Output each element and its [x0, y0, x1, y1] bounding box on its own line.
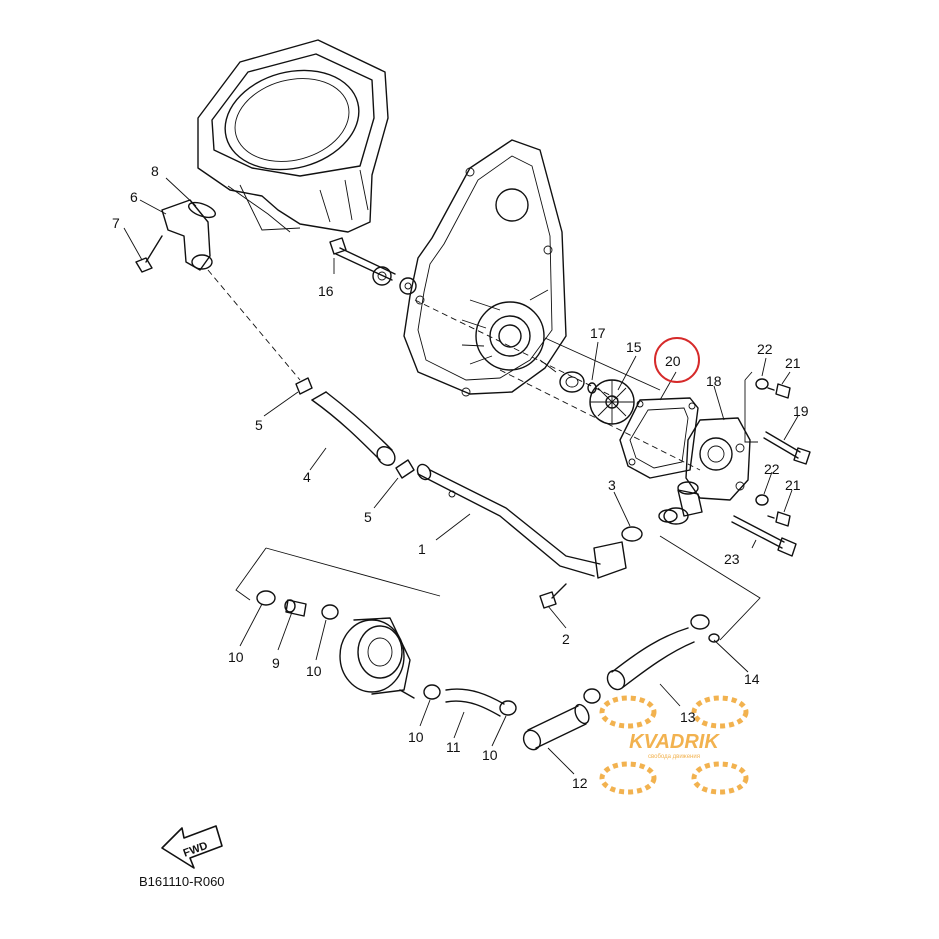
impeller-part-15 [589, 379, 635, 425]
fitting-part-9 [284, 599, 307, 617]
leader-lines [123, 177, 799, 775]
reservoir-drawing [339, 617, 415, 699]
bolt-part-19 [763, 431, 811, 465]
callout-13: 13 [680, 709, 696, 725]
bolt-part-23 [731, 515, 797, 557]
callout-12: 12 [572, 775, 588, 791]
callout-labels: 1 2 3 4 5 5 6 7 8 9 10 10 10 10 11 12 13… [112, 163, 809, 791]
clamp-part-14 [690, 614, 720, 643]
pipe-part-1 [416, 463, 627, 579]
callout-22: 22 [764, 461, 780, 477]
seal-part-17 [559, 371, 597, 394]
highlight-circle [654, 337, 700, 383]
callout-22: 22 [757, 341, 773, 357]
assembly-axis [544, 337, 661, 391]
o-ring-part-3 [658, 509, 678, 523]
clamp-part-10 [499, 700, 517, 716]
o-ring-part-3 [621, 526, 643, 542]
fwd-arrow-icon: FWD [161, 825, 223, 869]
callout-3: 3 [608, 477, 616, 493]
watermark-tagline: свобода движения [648, 754, 700, 760]
bolt-part-21 [767, 383, 791, 527]
callout-10: 10 [306, 663, 322, 679]
tire-icon [599, 695, 749, 795]
callout-11: 11 [446, 739, 461, 755]
clamp-part-10 [321, 604, 339, 620]
callout-23: 23 [724, 551, 740, 567]
callout-8: 8 [151, 163, 159, 179]
shaft-part-16 [329, 237, 417, 295]
clamp-part-10 [423, 684, 441, 700]
callout-6: 6 [130, 189, 138, 205]
o-ring-part-8 [187, 201, 217, 219]
hose-part-11 [445, 688, 505, 717]
callout-9: 9 [272, 655, 280, 671]
callout-5: 5 [364, 509, 372, 525]
bolt-part-2 [539, 583, 567, 609]
callout-20: 20 [665, 353, 681, 369]
pump-housing-part-18 [663, 417, 751, 525]
callout-5: 5 [255, 417, 263, 433]
callout-1: 1 [418, 541, 426, 557]
callout-16: 16 [318, 283, 334, 299]
assembly-axis [414, 299, 621, 401]
callout-10: 10 [228, 649, 244, 665]
fitting-part-6 [161, 199, 213, 271]
hose-part-13 [583, 627, 695, 704]
callout-15: 15 [626, 339, 642, 355]
bolt-part-7 [135, 235, 163, 273]
kvadrik-watermark-logo: KVADRIK свобода движения [599, 695, 749, 795]
callout-21: 21 [785, 355, 801, 371]
diagram-code: B161110-R060 [139, 874, 225, 889]
washer-part-22 [755, 378, 769, 506]
clamp-part-5 [295, 377, 313, 395]
callout-19: 19 [793, 403, 809, 419]
callout-2: 2 [562, 631, 570, 647]
assembly-axis [207, 269, 301, 381]
callout-17: 17 [590, 325, 606, 341]
callout-10: 10 [482, 747, 498, 763]
callout-14: 14 [744, 671, 760, 687]
clamp-part-5 [395, 459, 415, 479]
clamp-part-10 [256, 590, 276, 606]
callout-4: 4 [303, 469, 311, 485]
callout-21: 21 [785, 477, 801, 493]
callout-18: 18 [706, 373, 722, 389]
callout-7: 7 [112, 215, 120, 231]
assembly-bracket [744, 371, 758, 443]
gasket-part-20 [619, 397, 699, 479]
hose-part-4 [311, 391, 396, 466]
assembly-bracket [235, 547, 441, 601]
pipe-part-12 [522, 703, 590, 751]
assembly-bracket [659, 535, 761, 641]
crankcase-cover-drawing [403, 139, 567, 397]
watermark-brand: KVADRIK [629, 731, 720, 753]
cylinder-drawing [197, 39, 389, 233]
callout-10: 10 [408, 729, 424, 745]
